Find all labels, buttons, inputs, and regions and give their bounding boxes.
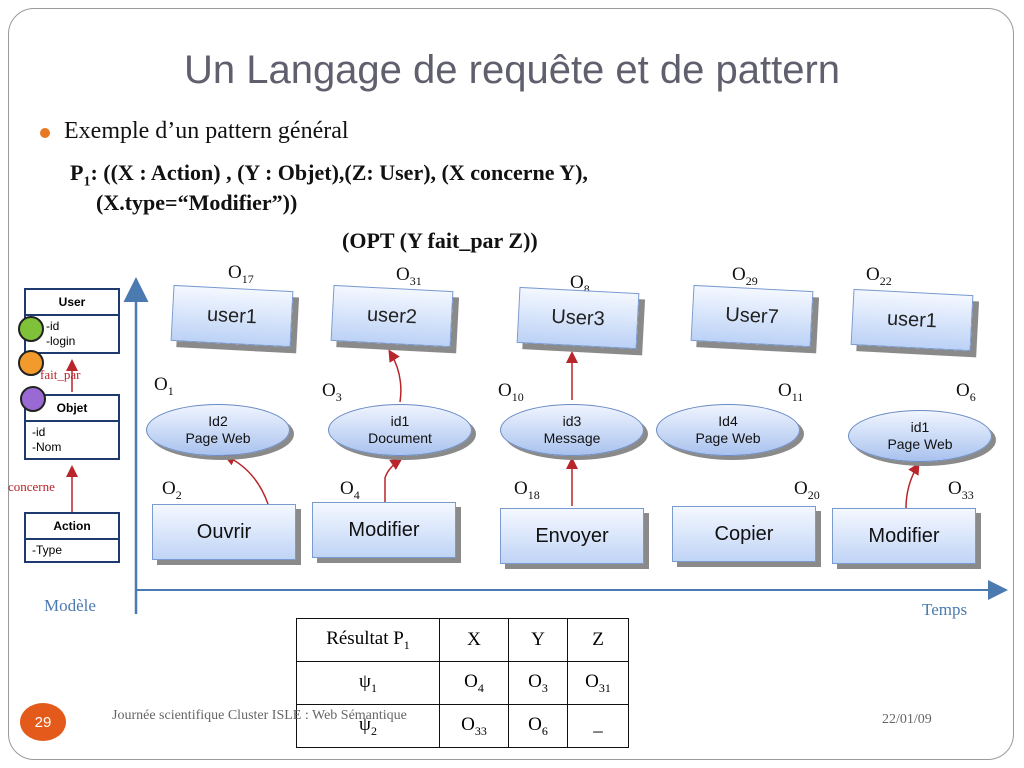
- class-user: User -id -login: [24, 288, 120, 354]
- pattern-line-3: (OPT (Y fait_par Z)): [342, 228, 538, 253]
- arrow-o3-o31: [388, 349, 402, 403]
- class-action-attrs: -Type: [26, 540, 118, 561]
- table-cell: O3: [508, 661, 568, 705]
- class-user-attrs: -id -login: [26, 316, 118, 352]
- class-objet-attr-nom: -Nom: [32, 440, 62, 454]
- class-objet-name: Objet: [26, 396, 118, 422]
- slide-title: Un Langage de requête et de pattern: [183, 48, 841, 92]
- table-cell: O6: [508, 704, 568, 748]
- class-user-attr-id: -id: [46, 319, 60, 333]
- user-node: User3: [516, 286, 640, 350]
- relation-fait-par-label: fait_par: [40, 367, 81, 382]
- pattern-prefix: P: [70, 160, 84, 185]
- bullet-text: Exemple d’un pattern général: [64, 118, 349, 144]
- action-node: Ouvrir: [152, 504, 296, 560]
- table-row: ψ2 O33 O6 _: [296, 704, 629, 748]
- user-object-label: O17: [228, 262, 254, 286]
- pattern-line-1: P1: ((X : Action) , (Y : Objet),(Z: User…: [70, 160, 588, 190]
- table-cell: ψ2: [296, 704, 440, 748]
- orange-smiley-icon: [18, 350, 44, 376]
- action-object-label: O4: [340, 478, 360, 502]
- pattern-rest: : ((X : Action) , (Y : Objet),(Z: User),…: [90, 160, 588, 185]
- pattern-line-2: (X.type=“Modifier”)): [96, 190, 298, 215]
- object-label: O10: [498, 380, 524, 404]
- class-user-attr-login: -login: [46, 334, 76, 348]
- object-label: O1: [154, 374, 174, 398]
- table-cell: O4: [439, 661, 509, 705]
- action-node: Copier: [672, 506, 816, 562]
- model-axis-label: Modèle: [44, 596, 96, 615]
- object-label: O3: [322, 380, 342, 404]
- user-node: user2: [330, 284, 454, 348]
- arrow-o33-o6: [905, 462, 920, 509]
- user-object-label: O22: [866, 264, 892, 288]
- arrow-o4-o3: [384, 458, 403, 504]
- footer-date: 22/01/09: [882, 712, 932, 727]
- table-header-cell: Résultat P1: [296, 618, 440, 662]
- table-header-cell: X: [439, 618, 509, 662]
- object-label: O11: [778, 380, 804, 404]
- class-objet-attr-id: -id: [32, 425, 46, 439]
- class-user-name: User: [26, 290, 118, 316]
- table-cell: O33: [439, 704, 509, 748]
- action-object-label: O2: [162, 478, 182, 502]
- result-table: Résultat P1 X Y Z ψ1 O4 O3 O31 ψ2 O33 O6…: [296, 618, 629, 748]
- action-node: Envoyer: [500, 508, 644, 564]
- action-node: Modifier: [312, 502, 456, 558]
- table-cell: O31: [567, 661, 629, 705]
- class-objet: Objet -id -Nom: [24, 394, 120, 460]
- action-node: Modifier: [832, 508, 976, 564]
- class-action: Action -Type: [24, 512, 120, 563]
- class-action-name: Action: [26, 514, 118, 540]
- table-cell: ψ1: [296, 661, 440, 705]
- action-object-label: O18: [514, 478, 540, 502]
- green-smiley-icon: [18, 316, 44, 342]
- class-objet-attrs: -id -Nom: [26, 422, 118, 458]
- table-header-row: Résultat P1 X Y Z: [296, 618, 629, 662]
- user-node: User7: [690, 284, 814, 348]
- user-object-label: O8: [570, 272, 590, 296]
- user-node: user1: [850, 288, 974, 352]
- bullet-dot-icon: [40, 128, 50, 138]
- slide-frame: [8, 8, 1014, 760]
- footer-event: Journée scientifique Cluster ISLE : Web …: [112, 708, 407, 723]
- user-object-label: O29: [732, 264, 758, 288]
- user-node: user1: [170, 284, 294, 348]
- class-action-attr-type: -Type: [32, 543, 63, 557]
- page-number-badge: 29: [20, 703, 66, 741]
- table-row: ψ1 O4 O3 O31: [296, 661, 629, 705]
- purple-smiley-icon: [20, 386, 46, 412]
- action-object-label: O20: [794, 478, 820, 502]
- relation-concerne-label: concerne: [8, 479, 55, 494]
- time-axis-label: Temps: [922, 600, 968, 619]
- table-header-cell: Y: [508, 618, 568, 662]
- user-object-label: O31: [396, 264, 422, 288]
- action-object-label: O33: [948, 478, 974, 502]
- table-cell: _: [567, 704, 629, 748]
- arrow-o2-o1: [223, 454, 269, 505]
- object-label: O6: [956, 380, 976, 404]
- table-header-cell: Z: [567, 618, 629, 662]
- pattern-prefix-sub: 1: [83, 174, 91, 190]
